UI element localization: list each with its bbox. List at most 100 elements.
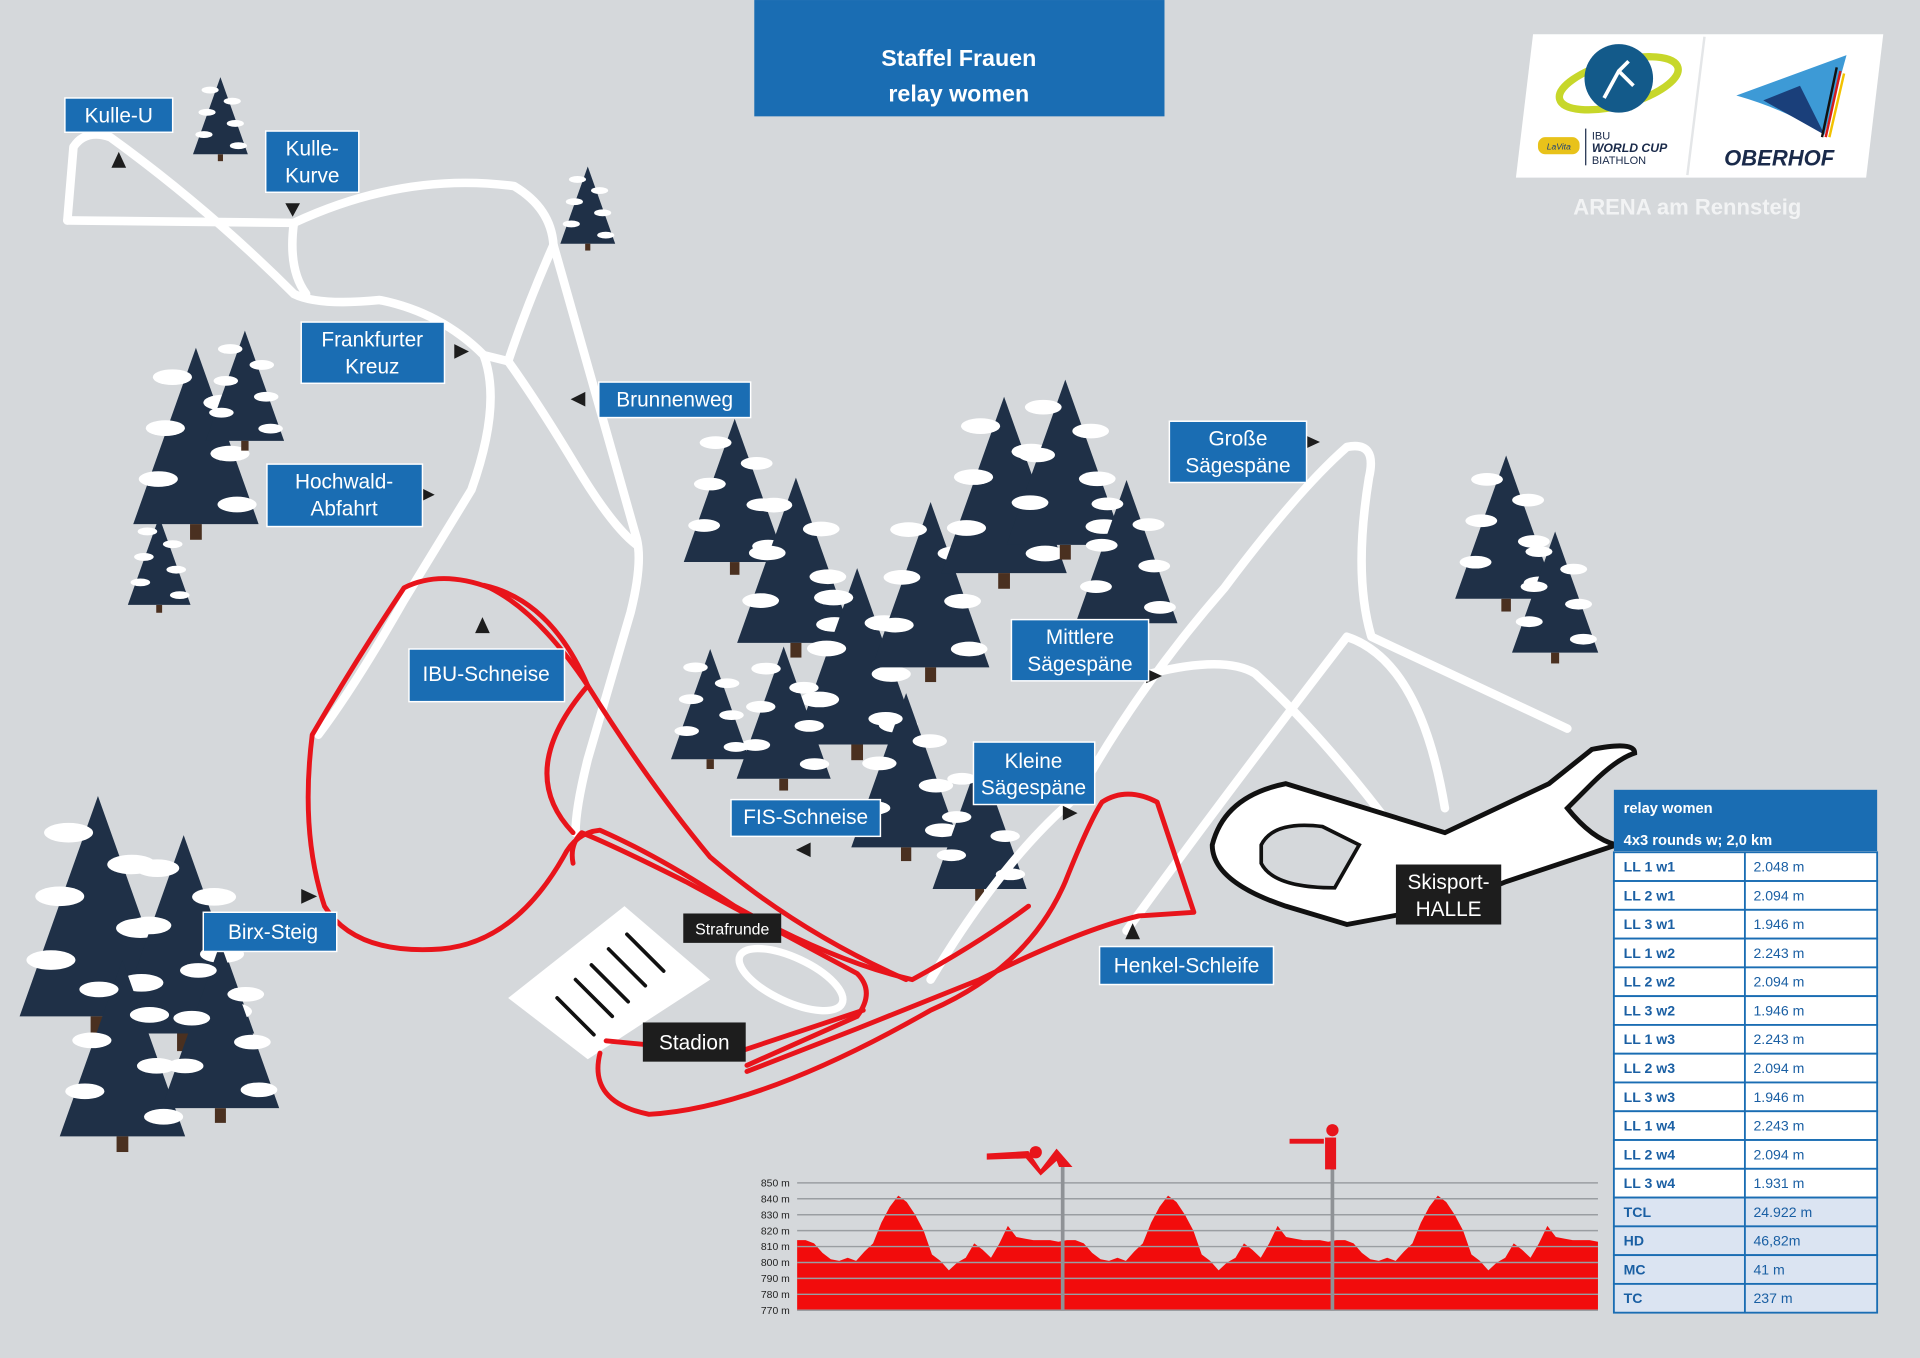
- prone-shooting-icon: [986, 1146, 1073, 1176]
- snowy-tree-icon: [1512, 531, 1599, 664]
- row-value: 1.946 m: [1753, 1002, 1804, 1018]
- logo-world-cup: WORLD CUP: [1592, 141, 1668, 155]
- label-strafrunde: Strafrunde: [683, 913, 782, 943]
- row-value: 24.922 m: [1753, 1204, 1812, 1220]
- svg-text:IBU-Schneise: IBU-Schneise: [423, 663, 550, 686]
- title-line-1: Staffel Frauen: [881, 45, 1036, 71]
- row-value: 1.946 m: [1753, 1089, 1804, 1105]
- row-value: 1.946 m: [1753, 916, 1804, 932]
- svg-text:FIS-Schneise: FIS-Schneise: [743, 806, 868, 829]
- row-key: LL 2 w3: [1624, 1060, 1676, 1076]
- svg-text:Mittlere: Mittlere: [1046, 626, 1114, 649]
- stadium-area: [508, 906, 711, 1060]
- arrow-up-icon: [1125, 923, 1140, 940]
- label-skisport-halle: Skisport- HALLE: [1395, 864, 1502, 925]
- snowy-tree-icon: [560, 166, 616, 251]
- course-length-table: relay women 4x3 rounds w; 2,0 km LL 1 w1…: [1612, 789, 1879, 1314]
- y-tick-label: 840 m: [761, 1194, 790, 1205]
- row-key: LL 3 w1: [1624, 916, 1676, 932]
- snowy-tree-icon: [1075, 480, 1178, 637]
- svg-text:Kleine: Kleine: [1005, 750, 1063, 773]
- snowy-tree-icon: [59, 960, 186, 1153]
- svg-text:Sägespäne: Sägespäne: [1185, 455, 1290, 478]
- row-key: LL 2 w2: [1624, 974, 1676, 990]
- svg-text:HALLE: HALLE: [1416, 898, 1482, 921]
- arrow-left-icon: [795, 842, 811, 858]
- y-tick-label: 800 m: [761, 1258, 790, 1269]
- svg-text:Kulle-U: Kulle-U: [85, 104, 153, 127]
- label-stadion: Stadion: [642, 1022, 746, 1062]
- y-tick-label: 780 m: [761, 1290, 790, 1301]
- row-value: 2.094 m: [1753, 887, 1804, 903]
- snowy-tree-icon: [736, 646, 831, 791]
- table-row: LL 1 w3 2.243 m: [1612, 1023, 1879, 1055]
- svg-text:Sägespäne: Sägespäne: [981, 777, 1086, 800]
- snowy-tree-icon: [127, 516, 191, 613]
- snowy-tree-icon: [161, 942, 280, 1123]
- page-title: Staffel Frauen relay women: [754, 0, 1165, 117]
- arrow-up-icon: [111, 151, 127, 168]
- row-key: LL 1 w1: [1624, 859, 1676, 875]
- strafrunde-loop: [735, 944, 847, 1015]
- table-row: LL 2 w1 2.094 m: [1612, 880, 1879, 911]
- arrow-right-icon: [1146, 668, 1163, 684]
- svg-text:Skisport-: Skisport-: [1408, 871, 1490, 894]
- standing-shooting-icon: [1289, 1124, 1339, 1170]
- label-ibu-schneise: IBU-Schneise: [408, 648, 566, 703]
- row-value: 2.094 m: [1753, 1146, 1804, 1162]
- svg-text:Birx-Steig: Birx-Steig: [228, 921, 318, 944]
- snowy-tree-icon: [871, 502, 990, 683]
- arrow-right-icon: [454, 344, 469, 359]
- oberhof-emblem-icon: [1736, 55, 1847, 138]
- row-value: 2.094 m: [1753, 1060, 1804, 1076]
- arrow-right-icon: [420, 487, 435, 503]
- svg-text:Kreuz: Kreuz: [345, 355, 399, 378]
- y-tick-label: 790 m: [761, 1274, 790, 1285]
- svg-text:Kulle-: Kulle-: [286, 138, 339, 161]
- y-tick-label: 820 m: [761, 1226, 790, 1237]
- arrow-left-icon: [570, 391, 586, 407]
- ibu-globe-icon: [1584, 44, 1654, 113]
- arrow-down-icon: [285, 203, 300, 217]
- table-subtitle: 4x3 rounds w; 2,0 km: [1624, 833, 1773, 849]
- snowy-tree-icon: [133, 347, 259, 540]
- label-henkel-schleife: Henkel-Schleife: [1098, 945, 1275, 986]
- row-value: 2.048 m: [1753, 859, 1804, 875]
- row-key: LL 1 w2: [1624, 945, 1676, 961]
- row-key: LL 3 w2: [1624, 1002, 1676, 1018]
- row-key: TCL: [1624, 1204, 1652, 1220]
- row-value: 1.931 m: [1753, 1175, 1804, 1191]
- row-key: LL 2 w1: [1624, 887, 1676, 903]
- label-birx-steig: Birx-Steig: [202, 911, 338, 953]
- table-row: LL 1 w1 2.048 m: [1612, 851, 1879, 882]
- row-value: 46,82m: [1753, 1233, 1800, 1249]
- label-fis-schneise: FIS-Schneise: [730, 798, 882, 838]
- svg-text:Frankfurter: Frankfurter: [321, 329, 423, 352]
- y-tick-label: 850 m: [761, 1179, 790, 1190]
- svg-text:Kurve: Kurve: [285, 164, 339, 187]
- row-value: 2.243 m: [1753, 945, 1804, 961]
- table-header: [1613, 789, 1878, 852]
- svg-text:Strafrunde: Strafrunde: [695, 921, 769, 938]
- row-key: LL 1 w3: [1624, 1031, 1676, 1047]
- svg-text:Hochwald-: Hochwald-: [295, 471, 393, 494]
- white-trails: [63, 130, 1572, 1015]
- row-key: MC: [1624, 1261, 1646, 1277]
- svg-text:Stadion: Stadion: [659, 1031, 730, 1054]
- snowy-tree-icon: [1455, 455, 1558, 612]
- y-tick-label: 830 m: [761, 1210, 790, 1221]
- sponsor-logo-text: LaVita: [1547, 141, 1571, 151]
- row-value: 2.243 m: [1753, 1031, 1804, 1047]
